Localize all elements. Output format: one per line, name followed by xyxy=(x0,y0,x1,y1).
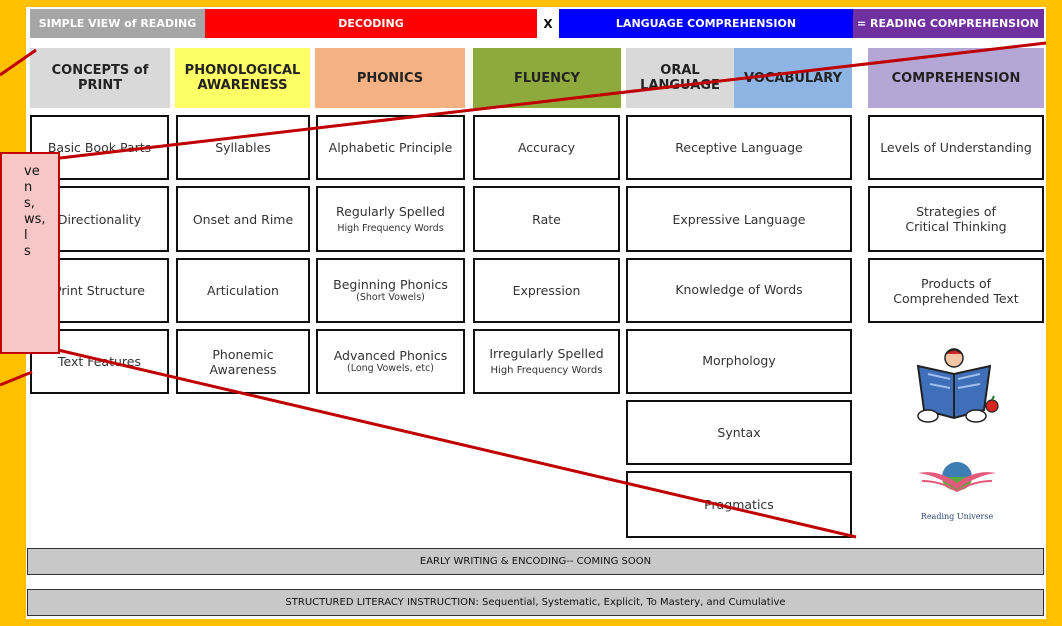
box-beginning-phonics: Beginning Phonics(Short Vowels) xyxy=(316,258,465,323)
box-sublabel: (Long Vowels, etc) xyxy=(346,363,435,374)
box-label: Advanced Phonics xyxy=(333,348,448,363)
category-concepts-of-print: CONCEPTS of PRINT xyxy=(30,48,170,108)
header-times: X xyxy=(537,9,559,38)
box-label: Accuracy xyxy=(517,140,576,155)
zoom-line-top-left xyxy=(0,48,37,77)
box-label: Knowledge of Words xyxy=(675,282,803,297)
box-products-comprehended-text: Products of Comprehended Text xyxy=(868,258,1044,323)
header-language-comprehension: LANGUAGE COMPREHENSION xyxy=(559,9,853,38)
callout-text-3: s, xyxy=(24,196,35,211)
box-label: Strategies of Critical Thinking xyxy=(905,204,1007,234)
box-alphabetic-principle: Alphabetic Principle xyxy=(316,115,465,180)
box-rate: Rate xyxy=(473,186,620,252)
box-morphology: Morphology xyxy=(626,329,852,394)
box-receptive-language: Receptive Language xyxy=(626,115,852,180)
box-sublabel: High Frequency Words xyxy=(490,365,603,376)
box-label: Syllables xyxy=(215,140,271,155)
category-comprehension: COMPREHENSION xyxy=(868,48,1044,108)
box-label: Receptive Language xyxy=(675,140,803,155)
zoom-line-top-right xyxy=(59,41,1047,160)
reading-universe-logo xyxy=(918,462,996,493)
header-reading-comprehension: = READING COMPREHENSION xyxy=(853,9,1044,38)
box-levels-of-understanding: Levels of Understanding xyxy=(868,115,1044,180)
box-label: Morphology xyxy=(702,353,776,368)
bar-early-writing: EARLY WRITING & ENCODING-- COMING SOON xyxy=(27,548,1044,575)
bar-structured-literacy: STRUCTURED LITERACY INSTRUCTION: Sequent… xyxy=(27,589,1044,616)
category-phonics: PHONICS xyxy=(315,48,465,108)
callout-text-5: l xyxy=(24,228,28,243)
box-label: Onset and Rime xyxy=(192,211,294,227)
box-label: Alphabetic Principle xyxy=(328,140,453,155)
category-fluency: FLUENCY xyxy=(473,48,621,108)
reading-book-illustration xyxy=(916,348,999,423)
header-decoding: DECODING xyxy=(205,9,537,38)
callout-text-4: ws, xyxy=(24,212,46,227)
box-articulation: Articulation xyxy=(176,258,310,323)
box-onset-and-rime: Onset and Rime xyxy=(176,186,310,252)
callout-text-6: s xyxy=(24,244,31,259)
box-sublabel: High Frequency Words xyxy=(337,222,444,234)
box-advanced-phonics: Advanced Phonics(Long Vowels, etc) xyxy=(316,329,465,394)
box-label: Phonemic Awareness xyxy=(209,346,277,377)
box-expressive-language: Expressive Language xyxy=(626,186,852,252)
box-label: Products of Comprehended Text xyxy=(893,275,1019,306)
box-label: Irregularly Spelled xyxy=(489,346,604,361)
header-simple-view: SIMPLE VIEW of READING xyxy=(30,9,205,38)
box-strategies-critical-thinking: Strategies of Critical Thinking xyxy=(868,186,1044,252)
logo-caption: Reading Universe xyxy=(920,512,994,521)
category-phonological-awareness: PHONOLOGICAL AWARENESS xyxy=(175,48,310,108)
box-label: Articulation xyxy=(207,283,279,298)
box-syllables: Syllables xyxy=(176,115,310,180)
box-label: Levels of Understanding xyxy=(880,140,1032,155)
zoom-line-bottom-right xyxy=(57,348,857,539)
box-label: Print Structure xyxy=(54,283,145,298)
box-label: Expressive Language xyxy=(672,211,806,227)
box-label: Syntax xyxy=(717,425,761,440)
zoom-line-bottom-left xyxy=(0,370,33,387)
box-label: Directionality xyxy=(57,211,142,227)
callout-box: ve n s, ws, l s xyxy=(0,152,60,354)
callout-text-1: ve xyxy=(24,164,40,179)
box-label: Pragmatics xyxy=(704,497,774,512)
box-label: Rate xyxy=(532,211,561,227)
box-sublabel: (Short Vowels) xyxy=(356,292,425,303)
box-accuracy: Accuracy xyxy=(473,115,620,180)
box-label: Expression xyxy=(512,283,581,298)
box-knowledge-of-words: Knowledge of Words xyxy=(626,258,852,323)
box-expression: Expression xyxy=(473,258,620,323)
callout-text-2: n xyxy=(24,180,33,195)
box-label: Regularly Spelled xyxy=(336,203,445,219)
box-label: Beginning Phonics xyxy=(333,277,448,292)
box-syntax: Syntax xyxy=(626,400,852,465)
